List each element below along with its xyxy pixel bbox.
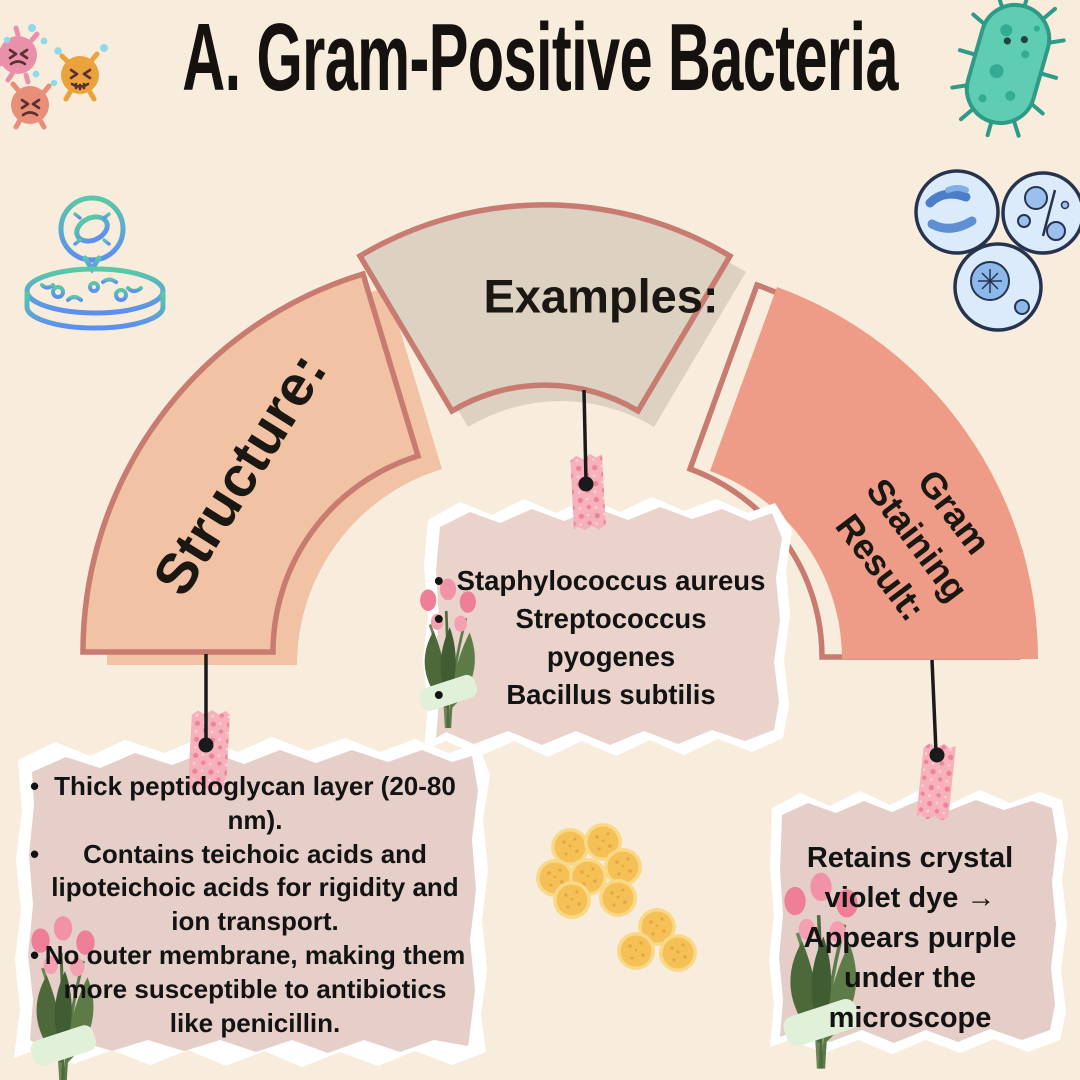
- washi-tape-icon: [570, 453, 606, 531]
- note-examples-text: • Staphylococcus aureus • Streptococcus …: [434, 562, 772, 714]
- note-item: • Staphylococcus aureus: [434, 562, 772, 600]
- petri-dish-icon: [24, 195, 166, 331]
- cocci-cluster-icon: [617, 908, 697, 972]
- sad-germ-characters-icon: [0, 24, 108, 130]
- note-item: • Streptococcus pyogenes: [434, 600, 772, 676]
- note-item-text: Bacillus subtilis: [506, 678, 716, 710]
- torn-note-examples: [423, 497, 792, 757]
- note-item-text: No outer membrane, making them more susc…: [44, 939, 466, 1038]
- bullet: •: [434, 602, 444, 634]
- arc-segment-structure: [80, 270, 442, 665]
- cocci-cluster-icon: [536, 823, 642, 919]
- torn-note-structure: [14, 737, 490, 1067]
- bullet: •: [434, 678, 444, 710]
- bullet: •: [30, 771, 40, 801]
- string-and-pin: [198, 654, 214, 753]
- note-gram-text: Retains crystal violet dye → Appears pur…: [803, 842, 1017, 1035]
- string-and-pin: [929, 659, 945, 763]
- bullet: •: [434, 565, 444, 596]
- bullet: •: [30, 939, 40, 970]
- note-item-text: Contains teichoic acids and lipoteichoic…: [51, 838, 459, 937]
- string-and-pin: [578, 389, 594, 492]
- culture-dishes-icon: [914, 169, 1080, 332]
- note-structure-text: • Thick peptidoglycan layer (20-80 nm). …: [30, 770, 470, 1040]
- washi-tape-icon: [916, 743, 956, 821]
- note-item: • No outer membrane, making them more su…: [30, 939, 470, 1040]
- arc-segment-examples: [356, 202, 746, 427]
- note-item: • Thick peptidoglycan layer (20-80 nm).: [30, 770, 470, 838]
- note-item: • Bacillus subtilis: [434, 676, 772, 714]
- segment-label-examples: Examples:: [483, 269, 719, 323]
- note-item-text: Thick peptidoglycan layer (20-80 nm).: [54, 771, 456, 835]
- teal-bacterium-icon: [950, 0, 1066, 138]
- note-item: • Contains teichoic acids and lipoteicho…: [30, 838, 470, 939]
- note-item-text: Staphylococcus aureus: [456, 565, 766, 596]
- note-item-text: Streptococcus pyogenes: [515, 602, 707, 672]
- title-bar: A. Gram-Positive Bacteria: [0, 4, 1080, 112]
- bullet: •: [30, 838, 40, 869]
- page-title: A. Gram-Positive Bacteria: [182, 4, 898, 111]
